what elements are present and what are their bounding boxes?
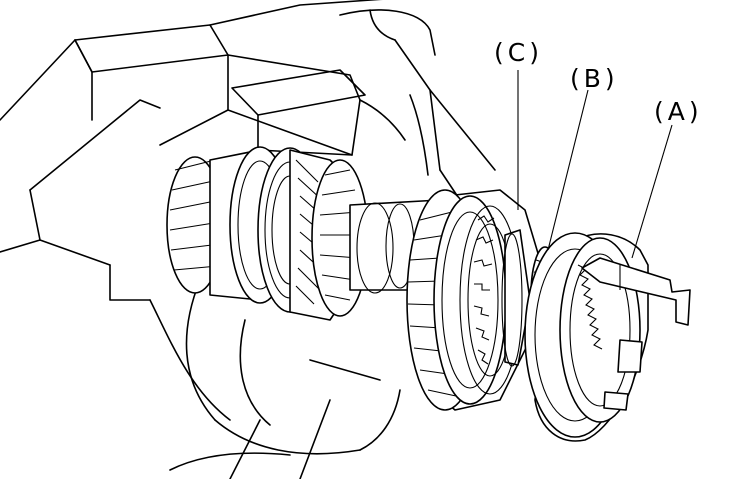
callout-label-c: (C) [494, 38, 543, 67]
leader-line-a [631, 124, 673, 259]
leader-lines [517, 70, 673, 259]
transmission-case [0, 0, 496, 479]
gear-c [406, 189, 541, 411]
callout-label-a: (A) [654, 97, 703, 126]
rear-gear-cluster [166, 146, 441, 321]
leader-line-b [547, 89, 589, 251]
callout-label-b: (B) [570, 64, 619, 93]
shift-fork-sleeve-a [524, 232, 691, 442]
